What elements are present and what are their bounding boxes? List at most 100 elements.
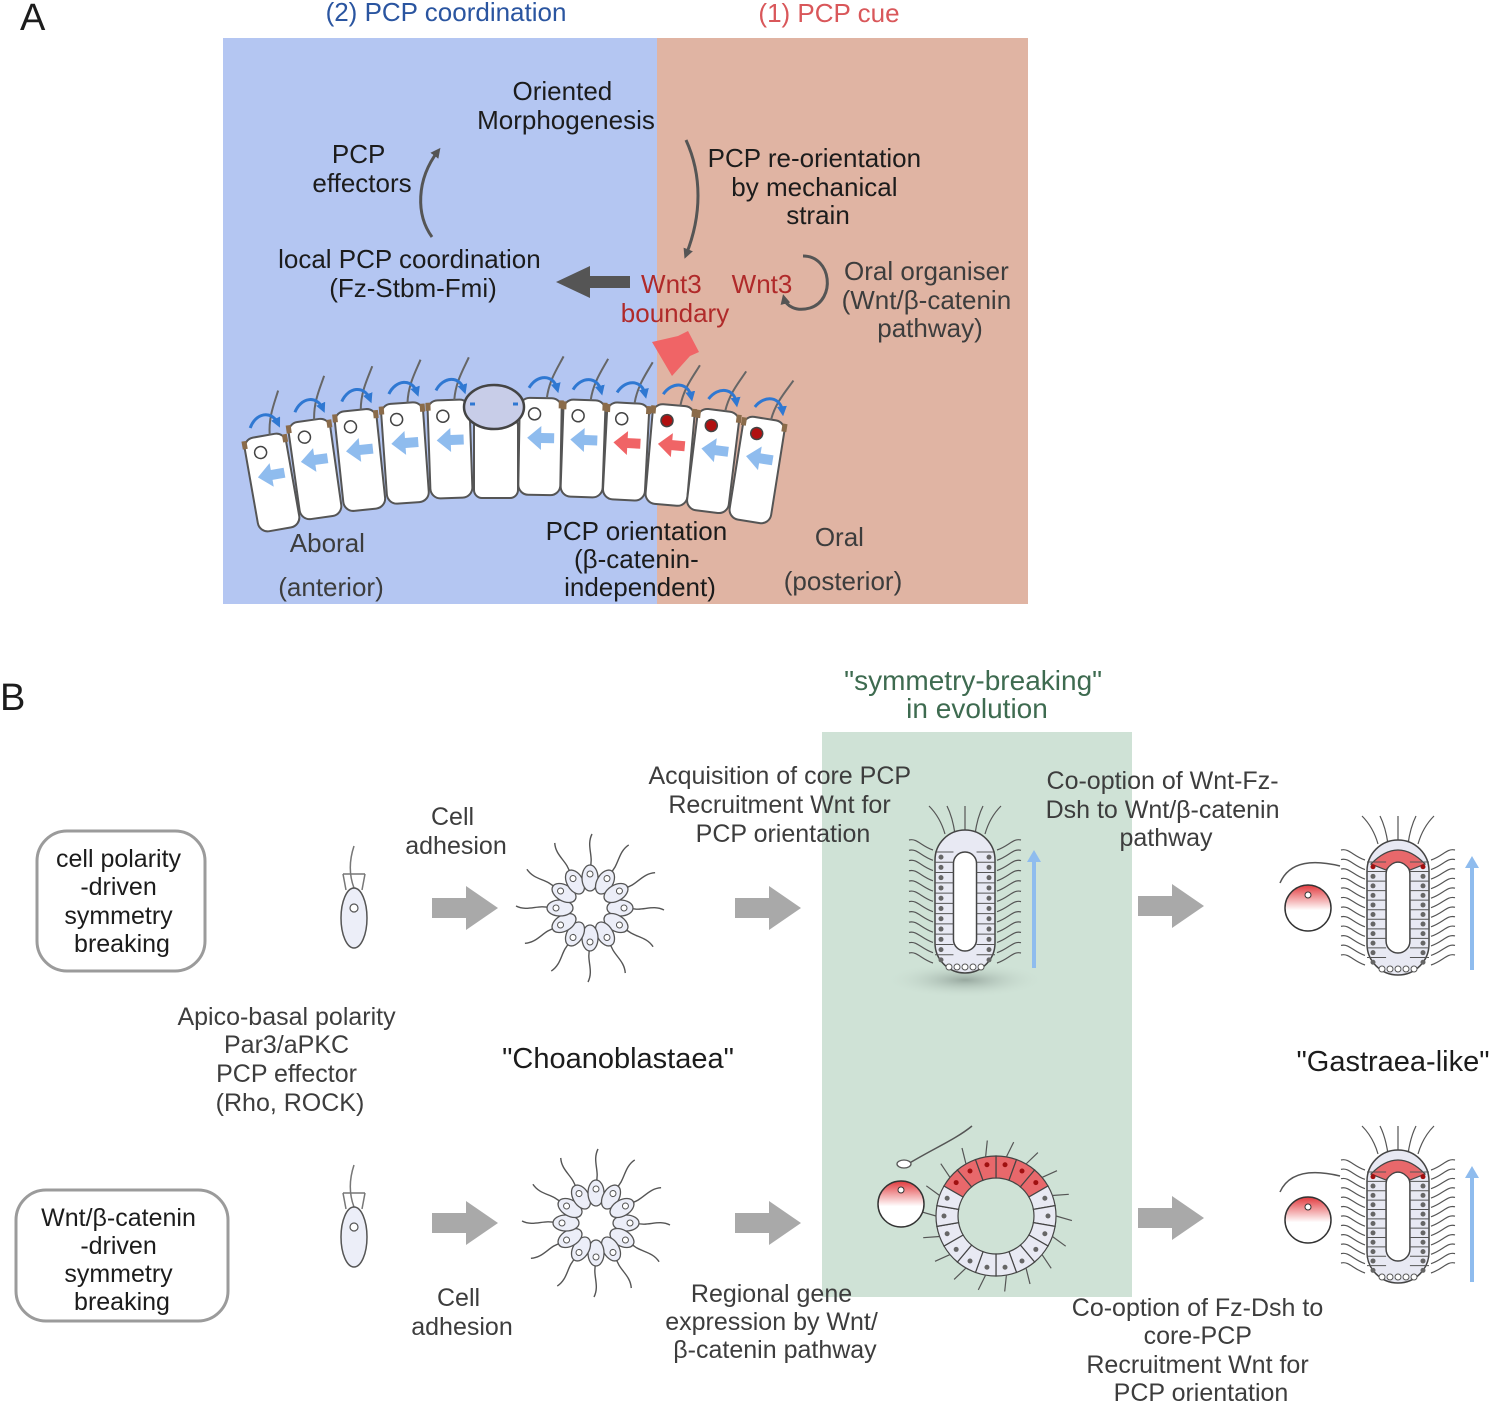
colony-cell [515,899,574,917]
cilium [977,1274,987,1291]
epithelium-cells [241,355,795,533]
cilium [1340,1205,1366,1218]
cilium [1430,1187,1456,1199]
colony-cell [600,1236,632,1289]
cilium [1340,1252,1366,1265]
cilium [1025,1152,1039,1165]
epithelial-cell [728,380,795,525]
wnt-catenin-box-label: Wnt/β-catenin -driven symmetry breaking [41,1204,203,1316]
panel-b: B "symmetry-breaking" in evolution cell … [0,665,1490,1402]
central-cell [462,383,526,499]
cilium [996,890,1022,902]
cilium [908,931,934,944]
label-pcp-orientation: PCP orientation (β-catenin- independent) [546,516,735,602]
pcp-cue-arrow [652,331,699,376]
cilium [934,1254,951,1262]
label-local-pcp-coordination: local PCP coordination (Fz-Stbm-Fmi) [278,244,548,303]
label-wnt3-boundary: Wnt3 boundary [621,269,729,328]
cilium [1340,1159,1366,1171]
cilium [1430,849,1456,861]
process-arrow [1138,1196,1204,1240]
cell-adhesion-label-bottom: Cell adhesion [411,1284,512,1341]
cilium [1430,1224,1456,1237]
label-oral-organiser: Oral organiser (Wnt/β-catenin pathway) [842,256,1019,343]
wnt-region [1369,1159,1427,1181]
pcp-polarity-arrow [527,426,555,451]
cilium [1379,815,1389,845]
header-pcp-cue: (1) PCP cue [758,0,899,28]
cilium [1430,906,1456,918]
ring-cell [974,1155,997,1182]
cilium [908,890,934,902]
cilium [1340,954,1366,966]
cilium [908,880,934,892]
cilium [928,805,946,835]
cilium [1340,915,1366,928]
cilium [1430,1159,1456,1171]
cilium [1430,925,1456,937]
cilium [996,941,1022,954]
cilium [1340,849,1366,861]
epithelial-cell [686,370,748,515]
cilium [1340,1215,1366,1227]
cilium [996,849,1022,861]
cilium [1430,915,1456,928]
cilium [1430,944,1456,957]
epithelial-cell [285,375,343,521]
cilium [908,952,934,964]
cilium [1025,1267,1031,1285]
cilium [589,358,610,401]
label-pcp-effectors: PCP effectors [312,139,411,198]
cilium [1340,868,1366,880]
label-wnt3: Wnt3 [732,269,793,299]
cilium [1379,1125,1389,1155]
epithelial-cell [559,358,610,499]
cilium [1340,877,1366,890]
colony-cell [612,1214,671,1232]
symmetry-breaking-region [822,732,1132,1297]
cilium [996,921,1022,933]
cilium [1430,1243,1456,1255]
cilium [268,390,280,435]
cilium [1340,944,1366,957]
cooption-fz-dsh-label: Co-option of Fz-Dsh to core-PCP Recruitm… [1072,1294,1330,1402]
cilium [1340,858,1366,871]
cilium [1407,815,1417,845]
cilium [1340,1196,1366,1209]
cilium [1430,887,1456,899]
cilium [908,941,934,954]
ciliary-beat-arrow [707,388,741,408]
pcp-polarity-arrow [391,430,419,455]
ciliary-beat-arrow [340,388,373,404]
cilium [996,869,1022,882]
colony-cell [603,872,656,904]
cilium [1430,1196,1456,1209]
wnt-catenin-box [14,1188,230,1323]
cilium [1407,1125,1417,1155]
cilium [1340,1243,1366,1255]
cell-adhesion-label-top: Cell adhesion [405,803,506,860]
cilium [1361,815,1379,845]
cilium [1340,887,1366,899]
cilium [1430,935,1456,947]
label-pcp-reorientation: PCP re-orientation by mechanical strain [708,143,929,230]
embryo-shadow [885,962,1045,998]
cilium [996,952,1022,964]
cilium [1041,1254,1052,1269]
regional-gene-expression-label: Regional gene expression by Wnt/ β-caten… [665,1280,885,1364]
cilium [908,859,934,872]
cilium [908,839,934,851]
cilium [1340,896,1366,909]
cilium [1340,1262,1366,1274]
cilium [1004,1275,1007,1292]
cilium [908,900,934,913]
embryo-cavity [1385,1171,1411,1262]
epithelial-cell [517,355,565,497]
cilium [1340,1187,1366,1199]
cilium [1340,1177,1366,1190]
choanoblastaea-label: "Choanoblastaea" [502,1043,734,1075]
axis-arrow-gastraea-bottom-head [1465,1166,1479,1178]
cilium [1361,1125,1379,1155]
cilium [679,364,701,406]
